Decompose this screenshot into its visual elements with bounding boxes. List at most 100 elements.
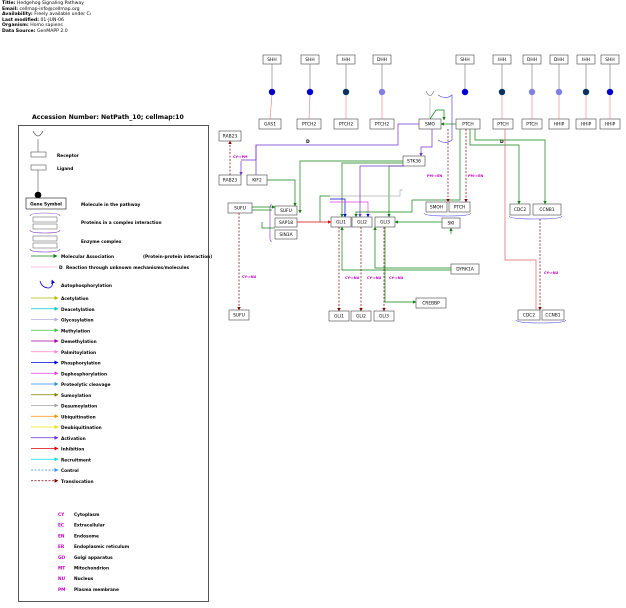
legend-reaction-label: Activation xyxy=(61,436,86,442)
legend-reaction-label: Sumoylation xyxy=(61,393,91,399)
receptor-box-icon xyxy=(30,151,47,158)
ligand-node-dot xyxy=(528,88,536,96)
node-sap18-label: SAP18 xyxy=(279,220,293,226)
receptor-ptch2-label: PTCH2 xyxy=(375,122,389,128)
legend-reaction-label: Acetylation xyxy=(61,296,89,302)
node-stk36-label: STK36 xyxy=(407,159,421,165)
legend-receptor-label: Receptor xyxy=(57,153,80,159)
enzyme-brace xyxy=(29,248,61,253)
receptor-ptch-label: PTCH xyxy=(497,122,508,128)
node-gli2-nucleus: GLI2 xyxy=(350,310,372,322)
stk36-sufu-assoc xyxy=(298,160,403,214)
node-gli3-nucleus-label: GLI3 xyxy=(379,314,389,320)
legend-complex-label: Proteins in a complex interaction xyxy=(81,220,162,226)
ligand-shh: SHH xyxy=(455,54,475,65)
gene-symbol-box xyxy=(25,197,67,210)
location-code: EC xyxy=(58,523,64,529)
node-smoh-box xyxy=(425,201,448,213)
legend-reaction-label: Methylation xyxy=(61,328,90,334)
receptor-gas1-label: GAS1 xyxy=(264,122,276,128)
smoh-ptch-brace xyxy=(423,212,472,217)
receptor-hhip: HHIP xyxy=(548,118,570,130)
receptor-smo: SMO xyxy=(418,118,442,130)
ligand-receptor-link xyxy=(269,94,273,120)
node-cdc2-label: CDC2 xyxy=(514,207,527,213)
receptor-ptch: PTCH xyxy=(521,118,543,130)
node-ski-label: SKI xyxy=(448,221,455,227)
legend-molecule-label: Molecule in the pathway xyxy=(81,202,140,208)
receptor-ptch2-label: PTCH2 xyxy=(302,122,316,128)
node-ccnb1-nucleus: CCNB1 xyxy=(541,309,565,321)
location-code: GO xyxy=(58,555,66,561)
node-crebbp-label: CREBBP xyxy=(422,301,440,307)
node-sufu-complex-box xyxy=(274,205,298,216)
location-code: MT xyxy=(58,566,65,572)
legend-reaction-label: Recruitment xyxy=(61,457,91,463)
legend-autophosphorylation-label: Autophosphorylation xyxy=(61,283,112,289)
ptch-ccnb1-assoc xyxy=(474,129,547,205)
smo-stk36-activation xyxy=(419,129,433,157)
legend-reaction-label: Demethylation xyxy=(61,339,97,345)
ligand-shh: SHH xyxy=(600,54,620,65)
legend-panel xyxy=(18,125,209,602)
node-sufu-nucleus-label: SUFU xyxy=(233,313,245,319)
enzyme-box-2 xyxy=(32,242,58,249)
translocation-label: PM->EN xyxy=(427,174,442,178)
node-sap18-box xyxy=(274,217,298,228)
node-ccnb1: CCNB1 xyxy=(532,203,562,216)
cdc2-ccnb1-brace xyxy=(508,215,563,220)
location-name: Golgi apparatus xyxy=(74,555,113,561)
smo-ptch-assoc xyxy=(429,109,446,121)
ligand-node-dot xyxy=(461,88,469,96)
legend-reaction-label: Control xyxy=(61,468,79,474)
node-gli2-box xyxy=(351,216,373,228)
ligand-box-icon xyxy=(30,164,47,171)
receptor-ptch: PTCH xyxy=(492,118,514,130)
node-dyrk1a-box xyxy=(450,263,480,275)
autophosphorylation-icon xyxy=(39,279,56,289)
node-cdc2-nucleus-box xyxy=(517,309,541,321)
location-name: Endoplasmic reticulum xyxy=(74,544,130,550)
ligand-ihh-label: IHH xyxy=(582,57,590,63)
ligand-dhh: DHH xyxy=(549,54,569,65)
node-cdc2: CDC2 xyxy=(509,203,531,216)
node-ccnb1-box xyxy=(532,203,562,216)
node-sufu-nucleus: SUFU xyxy=(228,309,250,321)
node-smoh: SMOH xyxy=(425,201,448,213)
ligand-ihh: IHH xyxy=(576,54,596,65)
node-sin3a: SIN3A xyxy=(274,229,298,240)
organism: Homo sapiens xyxy=(30,23,63,29)
node-ptch-low-box xyxy=(448,201,471,213)
node-rab23-top: RAB23 xyxy=(218,130,242,142)
node-ptch-low: PTCH xyxy=(448,201,471,213)
legend-ppi-label: (Protein-protein interaction) xyxy=(143,254,212,260)
legend-reaction-label: Translocation xyxy=(61,479,94,485)
legend-association-label: Molecular Association xyxy=(61,254,114,260)
node-sufu-complex-label: SUFU xyxy=(280,208,292,214)
legend-unknown-label: Reaction through unknown mechanisms/mole… xyxy=(66,265,189,271)
last-modified: 01-JUN-06 xyxy=(40,17,64,23)
location-name: Extracellular xyxy=(74,523,106,529)
complex-box-2 xyxy=(32,223,58,230)
receptor-icon xyxy=(32,130,44,137)
legend-reaction-label: Inhibition xyxy=(61,447,84,453)
receptor-gas1: GAS1 xyxy=(258,118,282,130)
contact-email[interactable]: cellmap-info@cellmap.org xyxy=(19,6,80,12)
legend-ligand-label: Ligand xyxy=(57,166,73,172)
node-gli1-label: GLI1 xyxy=(336,220,346,226)
sufu-complex-brace xyxy=(269,204,273,242)
ligand-dhh-label: DHH xyxy=(554,57,564,63)
node-kif2-label: KIF2 xyxy=(252,178,262,184)
receptor-ptch2: PTCH2 xyxy=(369,118,395,130)
node-rab23-top-label: RAB23 xyxy=(223,134,238,140)
node-sap18: SAP18 xyxy=(274,217,298,228)
grey-line xyxy=(330,189,403,197)
ligand-node-dot xyxy=(582,88,590,96)
node-gli3-label: GLI3 xyxy=(380,220,390,226)
ligand-dhh: DHH xyxy=(372,54,392,65)
legend-reaction-label: Deacetylation xyxy=(61,307,95,313)
enzyme-box-1 xyxy=(32,235,58,242)
dyrk1a-gli1-assoc xyxy=(340,226,451,271)
ligand-ihh-label: IHH xyxy=(498,57,506,63)
ligand-node-dot xyxy=(498,88,506,96)
